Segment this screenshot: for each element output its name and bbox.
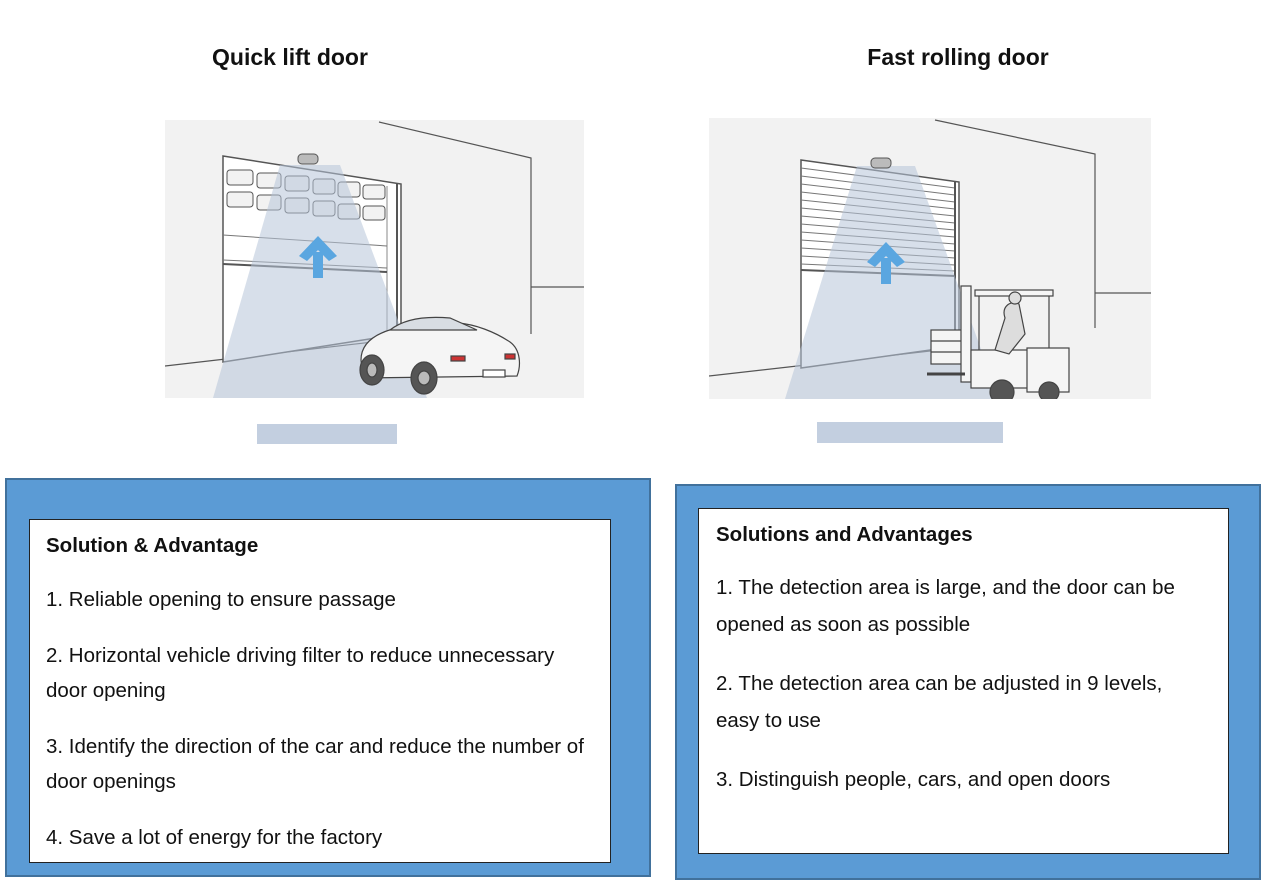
fast-rolling-door-title: Fast rolling door [867,44,1049,70]
right-beam-fragment [817,422,1003,443]
solutions-advantages-panel: Solutions and Advantages 1. The detectio… [698,508,1229,854]
panel-heading: Solutions and Advantages [716,523,973,546]
car-at-sectional-door-illustration [164,120,584,398]
advantage-item: 3. Distinguish people, cars, and open do… [716,768,1111,791]
advantage-item: 2. The detection area can be adjusted in… [716,672,1163,732]
forklift-at-rolling-door-illustration [708,118,1151,405]
quick-lift-door-title: Quick lift door [212,44,368,70]
solution-advantage-panel: Solution & Advantage 1. Reliable opening… [29,519,611,863]
advantage-item: 3. Identify the direction of the car and… [46,735,584,793]
advantage-item: 1. Reliable opening to ensure passage [46,588,396,611]
advantage-item: 4. Save a lot of energy for the factory [46,826,383,849]
left-beam-fragment [257,424,397,444]
advantage-item: 1. The detection area is large, and the … [716,576,1175,636]
panel-heading: Solution & Advantage [46,534,259,557]
advantage-item: 2. Horizontal vehicle driving filter to … [46,644,555,702]
